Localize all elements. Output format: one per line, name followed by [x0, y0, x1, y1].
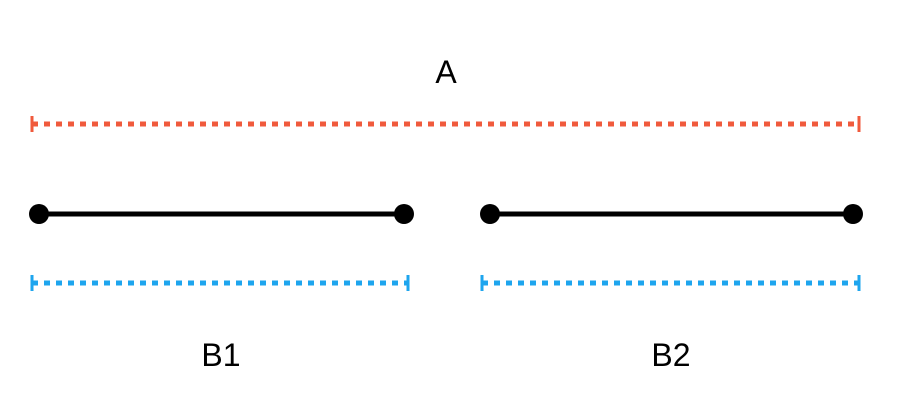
segment-1-right-endpoint [394, 204, 414, 224]
segment-1-left-endpoint [29, 204, 49, 224]
segment-2-left-endpoint [480, 204, 500, 224]
segment-2 [480, 204, 863, 224]
label-b2: B2 [651, 337, 690, 373]
label-b1: B1 [201, 337, 240, 373]
span-b1-measure [30, 275, 410, 291]
span-b2-measure [480, 275, 861, 291]
segment-1 [29, 204, 414, 224]
label-a: A [435, 54, 457, 90]
span-a-measure [30, 116, 861, 132]
segment-2-right-endpoint [843, 204, 863, 224]
